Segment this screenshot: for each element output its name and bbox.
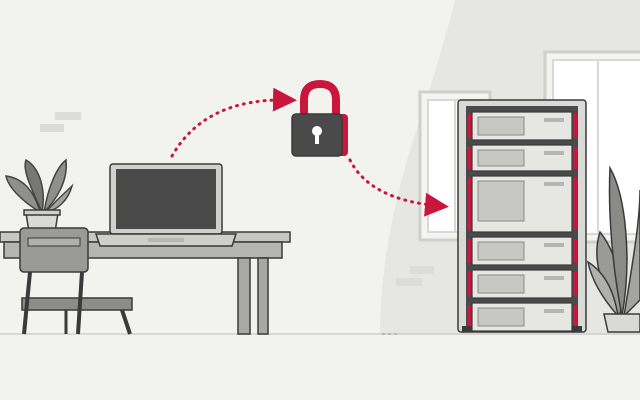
potted-plant-icon: [5, 158, 74, 233]
laptop-icon: [94, 163, 238, 247]
rack-unit: [467, 144, 577, 172]
server-rack-icon: [457, 99, 587, 333]
rack-unit: [467, 175, 577, 233]
potted-plant-icon: [586, 165, 640, 333]
chair-icon: [19, 227, 133, 335]
rack-unit: [467, 236, 577, 266]
rack-unit: [467, 302, 577, 332]
transfer-arrow-in: [170, 87, 297, 158]
transfer-arrow-out: [348, 158, 449, 217]
padlock-icon: [291, 79, 348, 157]
rack-unit: [467, 269, 577, 299]
wall-bricks: [40, 112, 434, 286]
rack-unit: [467, 111, 577, 141]
